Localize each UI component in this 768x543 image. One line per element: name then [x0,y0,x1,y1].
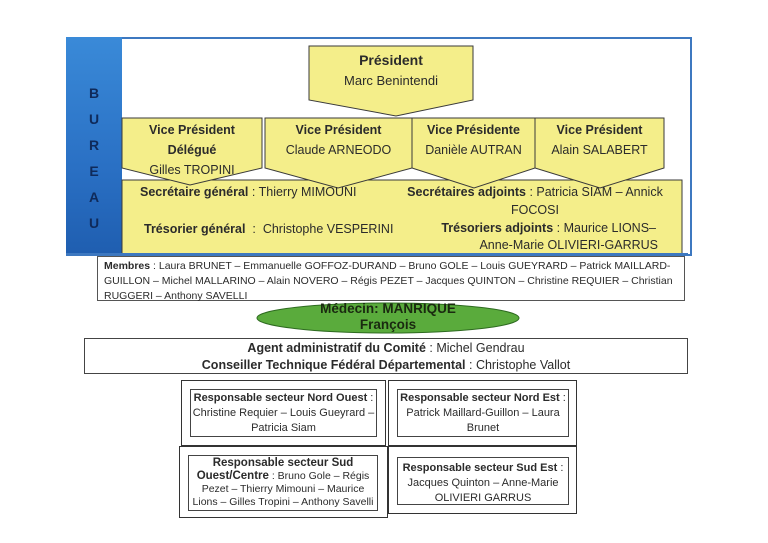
secretaries-adjoint: Secrétaires adjoints : Patricia SIAM – A… [400,183,670,219]
treasurers-adjoint-line1: Maurice LIONS– [563,221,656,235]
bureau-letter: U [88,111,100,127]
president-box-shape [308,45,474,117]
vp-title: Vice Président [295,123,382,137]
vp-box-shape [121,117,263,186]
treasurers-adjoint: Trésoriers adjoints : Maurice LIONS– Ann… [420,220,678,254]
bureau-letter: B [88,85,100,101]
sector-names: Bruno Gole – Régis Pezet – Thierry Mimou… [192,470,374,508]
members-label: Membres [104,260,151,272]
vp-box: Vice Président Claude ARNEODO [265,120,412,160]
treasurers-adjoint-line2: Anne-Marie OLIVIERI-GARRUS [479,238,658,252]
sector-box-nord-ouest: Responsable secteur Nord Ouest : Christi… [181,380,386,446]
sector-sep: : [557,462,564,474]
doctor-ellipse-shape [256,302,520,334]
vp-box: Vice Président Alain SALABERT [535,120,664,160]
secretaries-adjoint-label: Secrétaires adjoints [407,185,526,199]
bureau-letter: U [88,215,100,231]
vp-box-shape [264,117,413,189]
treasurer-general-label: Trésorier général [144,222,246,236]
agent-name: Michel Gendrau [436,341,525,355]
bureau-letter: R [88,137,100,153]
treasurers-adjoint-label: Trésoriers adjoints [441,221,554,235]
secretary-general-label: Secrétaire général [140,185,249,199]
vp-title: Vice Président [149,123,235,137]
vp-title-2: Délégué [167,143,217,157]
sector-label: Responsable secteur Nord Ouest [193,392,368,404]
vp-name: Claude ARNEODO [285,143,392,157]
ctfd-sep: : [465,358,476,372]
bureau-sidebar [66,37,122,254]
vp-box: Vice Président Délégué Gilles TROPINI [122,120,262,180]
president-box: Président Marc Benintendi [309,49,473,91]
treasurer-general: Trésorier général : Christophe VESPERINI [144,220,393,238]
vp-name: Danièle AUTRAN [425,143,522,157]
sector-box-sud-ouest-centre: Responsable secteur Sud Ouest/Centre : B… [179,446,388,518]
president-name: Marc Benintendi [344,73,438,88]
members-list: Laura BRUNET – Emmanuelle GOFFOZ-DURAND … [104,260,673,302]
sector-inner: Responsable secteur Nord Est : Patrick M… [397,389,569,437]
bureau-letter: A [88,189,100,205]
sector-names: Christine Requier – Louis Gueyrard – Pat… [192,407,375,434]
vp-title: Vice Présidente [427,123,520,137]
sector-label: Responsable secteur Nord Est [400,392,560,404]
sector-inner: Responsable secteur Sud Est : Jacques Qu… [397,457,569,505]
secretaries-adjoint-sep: : [525,185,537,199]
sector-names: Jacques Quinton – Anne-Marie OLIVIERI GA… [407,477,559,504]
sector-label: Responsable secteur Sud Ouest/Centre [196,457,354,482]
sector-inner: Responsable secteur Nord Ouest : Christi… [190,389,377,437]
vp-box-shape [411,117,536,189]
agent-label: Agent administratif du Comité [247,341,426,355]
agent-sep: : [425,341,437,355]
secretary-general-sep: : [248,185,259,199]
doctor-line1: Médecin: MANRIQUE [320,301,456,316]
vp-name: Alain SALABERT [551,143,648,157]
secretary-general: Secrétaire général : Thierry MIMOUNI [140,183,357,201]
secretaries-adjoint-line2: FOCOSI [511,203,559,217]
sector-label: Responsable secteur Sud Est [402,462,558,474]
sector-sep: : [367,392,374,404]
treasurers-adjoint-sep: : [553,221,564,235]
sector-inner: Responsable secteur Sud Ouest/Centre : B… [188,455,378,511]
president-title: Président [359,52,423,68]
vp-box-shape [534,117,665,189]
secretaries-adjoint-line1: Patricia SIAM – Annick [536,185,663,199]
treasurer-general-name: Christophe VESPERINI [262,222,394,236]
bureau-letter: E [89,163,99,179]
ctfd-label: Conseiller Technique Fédéral Département… [201,358,466,372]
bureau-label: B U R E A U [80,80,108,236]
sector-box-sud-est: Responsable secteur Sud Est : Jacques Qu… [388,446,577,514]
sector-names: Patrick Maillard-Guillon – Laura Brunet [406,407,560,434]
ctfd-name: Christophe Vallot [475,358,571,372]
treasurer-general-sep: : [245,222,263,236]
sector-box-nord-est: Responsable secteur Nord Est : Patrick M… [388,380,577,446]
vp-name: Gilles TROPINI [149,163,235,177]
members-box: Membres : Laura BRUNET – Emmanuelle GOFF… [97,256,685,302]
vp-box: Vice Présidente Danièle AUTRAN [412,120,535,160]
members-sep: : [150,260,159,272]
vp-title: Vice Président [556,123,643,137]
secretary-general-name: Thierry MIMOUNI [258,185,357,199]
doctor-box: Médecin: MANRIQUE François [257,301,519,333]
doctor-line2: François [359,317,417,332]
sector-sep: : [268,470,278,482]
staff-box: Agent administratif du Comité : Michel G… [84,338,688,374]
sector-sep: : [559,392,566,404]
